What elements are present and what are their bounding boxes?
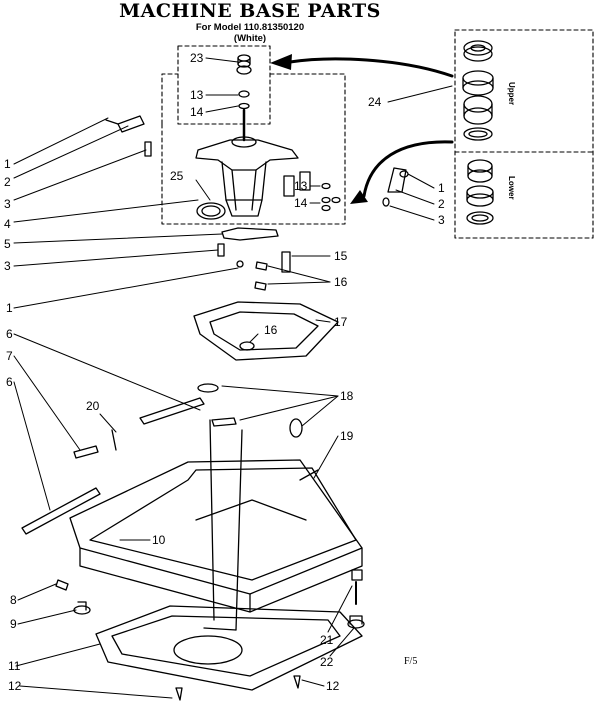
page-number: F/5 [404,656,418,667]
callout-10: 10 [152,533,166,547]
drive-hub-assembly [195,108,341,220]
bearing-kit-box [454,29,594,239]
callout-9: 9 [10,617,17,631]
callout-12: 12 [8,679,22,693]
upper-bearing-label: Upper [507,82,516,106]
callout-14: 14 [190,105,204,119]
callout-20: 20 [86,399,100,413]
bearing-ring [463,40,493,56]
upper-parts-box [177,45,271,125]
base-frame [69,419,363,631]
callout-12b: 12 [326,679,340,693]
bearing-ring [463,127,493,141]
seal-ring [196,202,226,220]
pointer-arrows [288,57,454,198]
diagram-subtitle: For Model 110.81350120 (White) [150,22,350,44]
left-small-parts [105,115,409,291]
callout-17: 17 [334,315,348,329]
bearing-kit-rings [462,40,494,225]
arrow-to-lower-bearings [362,140,454,198]
side-bars [21,397,205,535]
suspension-parts [197,383,303,438]
callout-4: 4 [4,217,11,231]
callout-3b: 3 [4,259,11,273]
callout-5: 5 [4,237,11,251]
model-number: For Model 110.81350120 [195,22,305,33]
callout-6b: 6 [6,375,13,389]
callout-3: 3 [4,197,11,211]
lower-bearing-label: Lower [507,176,516,200]
base-pan [95,605,363,691]
transmission-group-box [161,73,346,225]
callout-1b: 1 [6,301,13,315]
diagram-title: MACHINE BASE PARTS [119,0,381,22]
leader-lines [13,57,453,699]
callout-16: 16 [334,275,348,289]
callout-13b: 13 [294,179,308,193]
callout-18: 18 [340,389,354,403]
callout-22: 22 [320,655,334,669]
callout-7: 7 [6,349,13,363]
callout-14b: 14 [294,196,308,210]
callout-19: 19 [340,429,354,443]
arrow-to-upper-box [288,57,454,78]
callout-23: 23 [190,51,204,65]
callout-3c: 3 [438,213,445,227]
dashed-group-boxes [161,29,594,239]
upper-small-parts [236,54,252,110]
callout-16b: 16 [264,323,278,337]
callout-1c: 1 [438,181,445,195]
callout-1: 1 [4,157,11,171]
model-color: (White) [233,33,267,44]
callout-2b: 2 [438,197,445,211]
callout-11: 11 [8,659,21,673]
bearing-ring [466,211,494,225]
callout-6: 6 [6,327,13,341]
callout-2: 2 [4,175,11,189]
callout-13: 13 [190,88,204,102]
feet-and-screws [55,569,365,701]
callout-24: 24 [368,95,382,109]
callout-8: 8 [10,593,17,607]
support-plate [193,301,339,361]
callout-25: 25 [170,169,184,183]
callout-15: 15 [334,249,348,263]
callout-21: 21 [320,633,334,647]
